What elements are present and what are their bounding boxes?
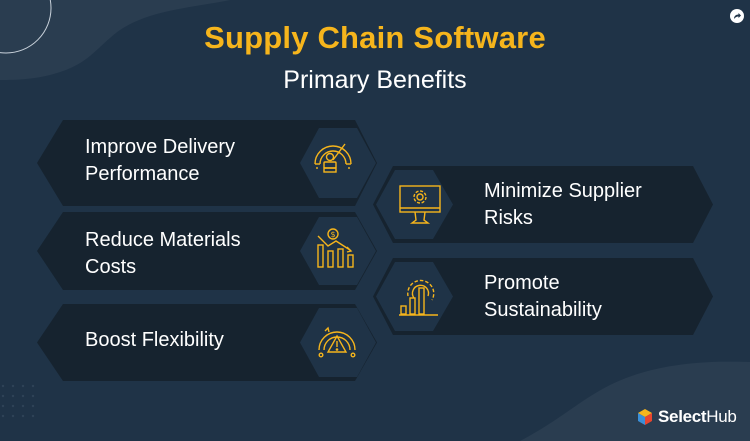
- benefit-label: Minimize Supplier Risks: [484, 180, 642, 229]
- benefit-card-reduce-costs: Reduce Materials Costs $: [37, 212, 377, 290]
- page-subtitle: Primary Benefits: [283, 66, 467, 94]
- page-title: Supply Chain Software: [204, 20, 546, 55]
- benefit-label: Boost Flexibility: [85, 329, 224, 351]
- benefit-card-minimize-risks: Minimize Supplier Risks: [373, 166, 713, 243]
- gauge-warning-icon: [318, 326, 356, 358]
- benefit-card-promote-sustainability: Promote Sustainability: [373, 258, 713, 335]
- selecthub-logo: SelectHub: [637, 407, 737, 427]
- benefit-card-improve-delivery: Improve Delivery Performance: [37, 120, 377, 206]
- growth-gear-chart-icon: [399, 279, 438, 316]
- selecthub-cube-icon: [638, 409, 652, 425]
- benefit-label: Improve Delivery Performance: [85, 136, 236, 185]
- benefit-label: Reduce Materials Costs: [85, 229, 241, 278]
- share-arrow-icon: [734, 13, 741, 19]
- svg-text:$: $: [330, 230, 335, 239]
- benefit-label: Promote Sustainability: [484, 272, 602, 321]
- share-button[interactable]: [730, 9, 744, 23]
- speedometer-person-icon: [314, 143, 352, 173]
- monitor-gear-icon: [399, 185, 441, 224]
- cost-decline-chart-icon: $: [317, 228, 354, 268]
- benefit-card-boost-flexibility: Boost Flexibility: [37, 304, 377, 381]
- brand-name: SelectHub: [658, 407, 737, 426]
